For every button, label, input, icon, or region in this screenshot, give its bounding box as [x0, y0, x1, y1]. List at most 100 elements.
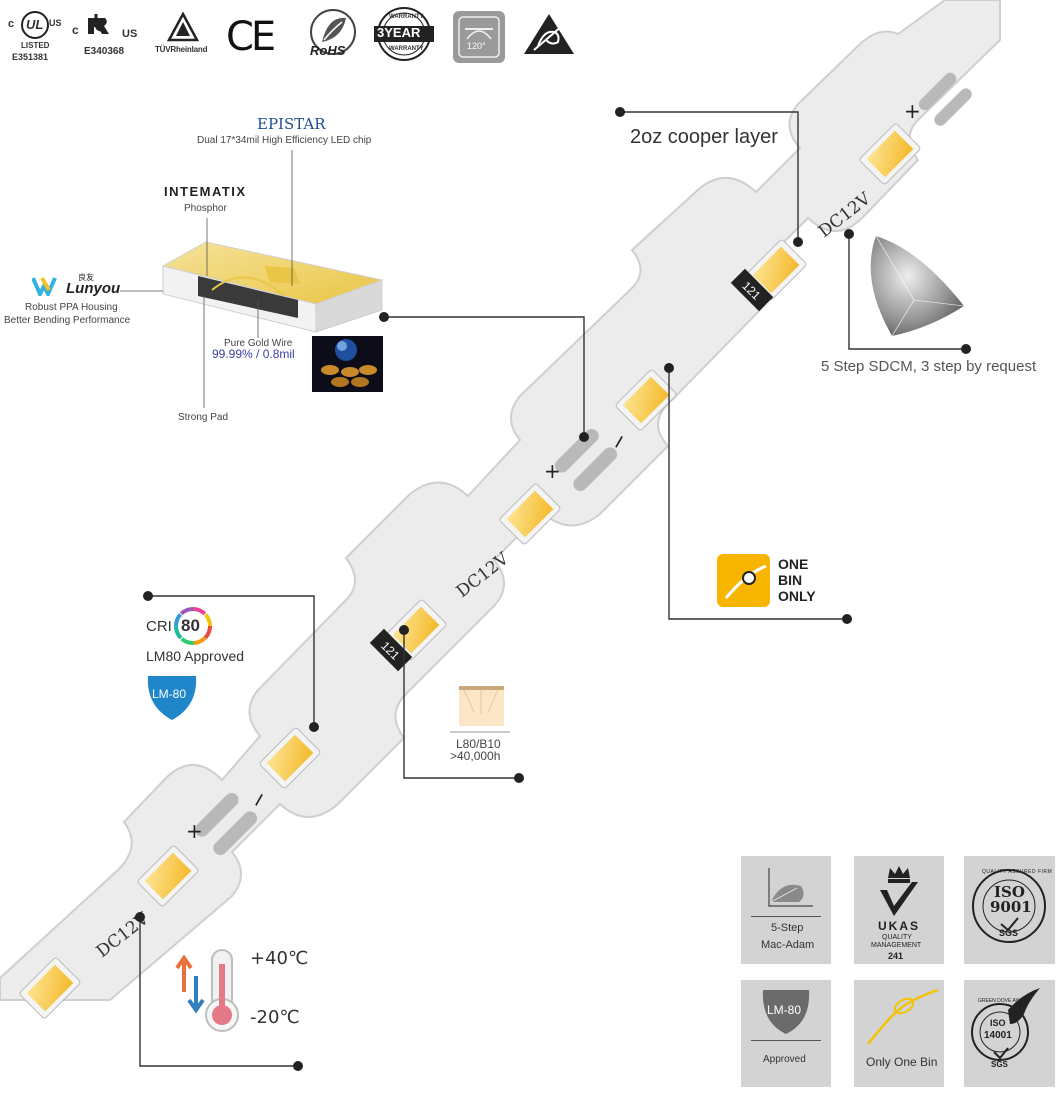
chip-pointer-lines — [120, 150, 293, 408]
iso9001-num: 9001 — [990, 898, 1032, 916]
plus-mark: + — [186, 819, 203, 843]
ul-listed-icon — [21, 11, 49, 39]
one-bin-line: ONE — [778, 556, 809, 572]
led-chip — [859, 123, 921, 185]
epistar-desc: Dual 17*34mil High Efficiency LED chip — [197, 135, 372, 146]
esd-icon — [524, 14, 574, 54]
warranty-bottom: WARRANTY — [389, 46, 424, 52]
one-bin-curve-icon — [867, 988, 939, 1045]
one-bin-line: BIN — [778, 572, 803, 588]
iso9001-seal-icon — [972, 869, 1046, 943]
ul-c: c — [8, 18, 15, 30]
solder-pads — [918, 72, 972, 126]
lm80-badge-label: LM-80 — [767, 1003, 802, 1017]
ul-mark: UL — [26, 17, 44, 32]
led-chip — [499, 483, 561, 545]
iso9001-main: ISO — [994, 883, 1025, 901]
macadam-line2: Mac-Adam — [761, 939, 815, 951]
cert-beam-angle: 120° — [453, 11, 505, 63]
callout-lines — [139, 111, 966, 1067]
one-bin-line: ONLY — [778, 588, 816, 604]
iso14001-main: ISO — [990, 1018, 1006, 1028]
lunyou-brand: Lunyou — [66, 280, 121, 297]
cert-ur: c R US E340368 — [72, 10, 144, 60]
gold-wire-label: Pure Gold Wire — [224, 338, 293, 349]
ce-icon: CE — [226, 14, 276, 60]
ur-us: US — [122, 28, 138, 40]
tuv-icon — [166, 12, 200, 42]
one-bin-badge-label: Only One Bin — [866, 1055, 938, 1069]
led-chip — [137, 845, 199, 907]
strong-pad-label: Strong Pad — [178, 412, 229, 423]
cert-tuv: TÜVRheinland — [152, 12, 214, 60]
cri-value: 80 — [181, 616, 200, 635]
ul-us: US — [49, 18, 62, 28]
copper-layer-label: 2oz cooper layer — [630, 126, 778, 148]
ukas-num: 241 — [888, 951, 904, 961]
ul-number: E351381 — [12, 52, 49, 62]
lifetime-label: L80/B10 — [456, 737, 501, 751]
macadam-line1: 5-Step — [771, 922, 804, 934]
intematix-brand: INTEMATIX — [164, 184, 247, 199]
one-bin-icon — [717, 554, 770, 607]
tuv-label: TÜVRheinland — [155, 45, 208, 54]
badge-ukas: UKAS QUALITY MANAGEMENT 241 — [854, 856, 944, 964]
iso9001-sgs: SGS — [999, 928, 1019, 938]
lm80-shield-gray-icon — [762, 990, 810, 1034]
warranty-icon — [374, 7, 434, 61]
ukas-sub1: QUALITY — [882, 934, 912, 941]
led-package-diagram — [161, 241, 384, 333]
iso14001-num: 14001 — [984, 1030, 1012, 1041]
temp-low: -20℃ — [250, 1007, 300, 1028]
intematix-desc: Phosphor — [184, 203, 227, 214]
warranty-main: 3YEAR — [377, 25, 421, 40]
lm80-approved: Approved — [763, 1054, 806, 1065]
badge-iso9001: QUALITY ASSURED FIRM ISO 9001 SGS — [964, 856, 1055, 964]
lunyou-icon — [32, 276, 57, 296]
thermometer-icon — [205, 949, 239, 1032]
solder-pads — [194, 792, 258, 856]
plus-mark: + — [904, 99, 921, 123]
lunyou-cn: 良友 — [78, 273, 94, 282]
ur-number: E340368 — [84, 46, 125, 57]
plus-mark: + — [544, 459, 561, 483]
sdcm-label: 5 Step SDCM, 3 step by request — [821, 358, 1037, 375]
cert-ul-listed: c UL US LISTED E351381 — [8, 8, 62, 64]
badge-iso14001: GREEN DOVE AWARD ISO 14001 SGS — [964, 980, 1055, 1087]
rohs-icon — [310, 9, 356, 55]
gold-wire-photo — [312, 336, 383, 392]
ukas-sub2: MANAGEMENT — [871, 942, 922, 949]
arrows-icon — [175, 954, 205, 1014]
beam-angle-label: 120° — [467, 41, 486, 51]
cert-warranty: WARRANTY 3YEAR WARRANTY — [372, 6, 436, 62]
cert-rohs: RoHS — [308, 8, 358, 60]
epistar-brand: EPISTAR — [257, 115, 326, 133]
badge-one-bin: Only One Bin — [854, 980, 944, 1087]
badge-macadam: 5-Step Mac-Adam — [741, 856, 831, 964]
led-strip — [0, 0, 1001, 1001]
iso14001-sgs: SGS — [991, 1060, 1008, 1069]
iso14001-ring: GREEN DOVE AWARD — [978, 998, 1031, 1004]
led-chip — [19, 957, 81, 1019]
ur-c: c — [72, 23, 79, 37]
lm80-shield-icon — [147, 676, 197, 720]
cri-label: CRI — [146, 618, 172, 635]
crown-icon — [880, 866, 918, 916]
beam-angle-icon — [458, 16, 500, 58]
housing-line1: Robust PPA Housing — [25, 302, 118, 313]
lifetime-lamp-icon — [450, 686, 510, 733]
led-chip — [615, 369, 677, 431]
iso9001-ring: QUALITY ASSURED FIRM — [982, 869, 1053, 875]
lunyou-logo: 良友 Lunyou — [32, 273, 122, 298]
rohs-label: RoHS — [310, 43, 346, 58]
led-chip — [259, 727, 321, 789]
lifetime-value: >40,000h — [450, 749, 501, 763]
ul-listed-text: LISTED — [21, 41, 50, 50]
iso14001-seal-icon — [971, 988, 1040, 1061]
housing-line2: Better Bending Performance — [4, 315, 131, 326]
macadam-cone-icon — [768, 868, 813, 907]
ukas-name: UKAS — [878, 919, 921, 933]
badge-lm80: LM-80 Approved — [741, 980, 831, 1087]
gold-wire-value: 99.99% / 0.8mil — [212, 347, 295, 361]
